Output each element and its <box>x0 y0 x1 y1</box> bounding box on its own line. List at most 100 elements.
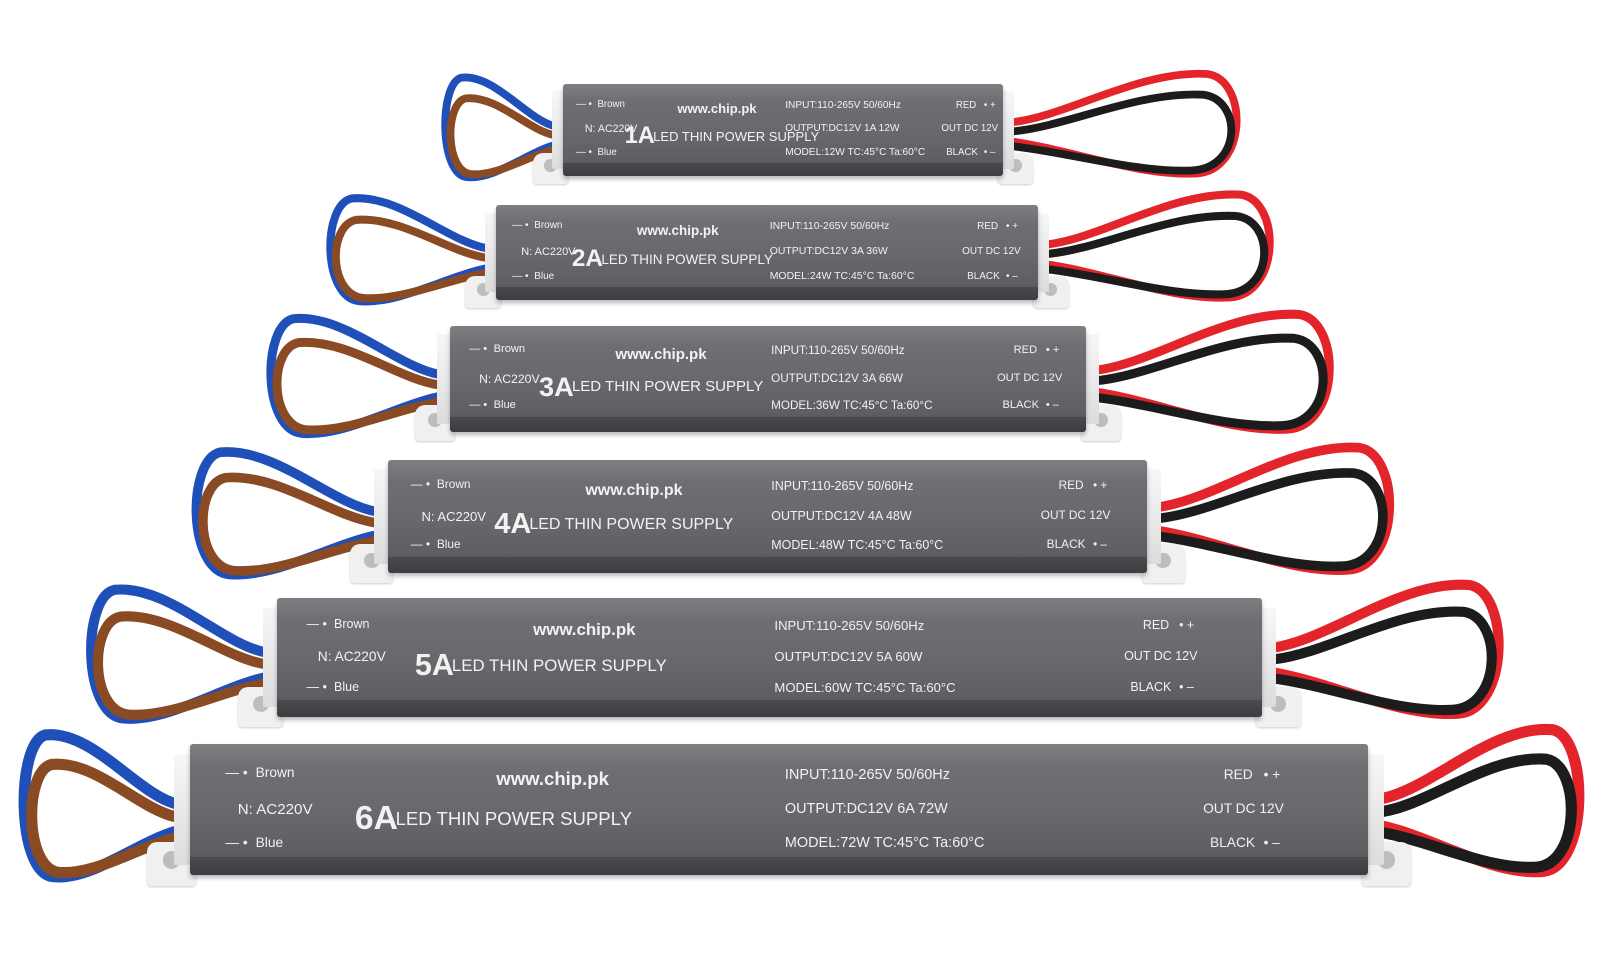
end-cap-right <box>1003 91 1014 169</box>
out-label: OUT DC 12V <box>941 123 999 135</box>
brown-wire <box>92 611 271 720</box>
blue-label: Blue <box>436 537 461 552</box>
neutral-label: N: AC220V <box>317 649 386 665</box>
black-label: BLACK <box>1046 537 1086 552</box>
black-label: BLACK <box>1130 680 1172 695</box>
red-label: RED <box>1013 344 1038 357</box>
black-label: BLACK <box>946 147 978 159</box>
brown-label: Brown <box>597 98 625 110</box>
brown-label: Brown <box>436 477 471 492</box>
current-rating: 2A <box>571 244 604 272</box>
end-cap-left <box>437 334 450 424</box>
brown-terminal-icon: — • <box>469 343 488 356</box>
end-cap-left <box>174 754 190 865</box>
black-wire <box>1154 468 1388 572</box>
red-terminal-icon: • + <box>1045 344 1060 357</box>
website-label: www.chip.pk <box>585 481 683 499</box>
brown-wire <box>198 472 381 576</box>
model-spec: MODEL:72W TC:45°C Ta:60°C <box>784 834 985 851</box>
neutral-label: N: AC220V <box>584 123 638 136</box>
end-cap-left <box>263 607 277 708</box>
end-cap-left <box>485 212 496 293</box>
output-spec: OUTPUT:DC12V 5A 60W <box>774 649 923 665</box>
output-spec: OUTPUT:DC12V 3A 66W <box>771 371 903 385</box>
black-terminal-icon: • – <box>1006 270 1018 282</box>
red-label: RED <box>955 99 977 111</box>
brown-wire <box>26 758 182 879</box>
output-spec: OUTPUT:DC12V 4A 48W <box>771 508 912 523</box>
red-label: RED <box>1142 618 1170 633</box>
current-rating: 5A <box>414 648 454 683</box>
black-terminal-icon: • – <box>1045 399 1060 412</box>
red-label: RED <box>1058 478 1084 493</box>
red-label: RED <box>977 221 999 233</box>
blue-terminal-icon: — • <box>306 680 327 695</box>
black-label: BLACK <box>1002 399 1039 412</box>
neutral-label: N: AC220V <box>521 245 576 258</box>
input-spec: INPUT:110-265V 50/60Hz <box>769 221 890 233</box>
brown-terminal-icon: — • <box>306 617 327 632</box>
output-spec: OUTPUT:DC12V 1A 12W <box>785 123 900 135</box>
out-label: OUT DC 12V <box>1040 507 1111 522</box>
website-label: www.chip.pk <box>615 346 707 364</box>
input-spec: INPUT:110-265V 50/60Hz <box>771 344 905 358</box>
blue-label: Blue <box>493 399 516 412</box>
brown-label: Brown <box>493 343 526 356</box>
model-spec: MODEL:36W TC:45°C Ta:60°C <box>771 399 933 413</box>
neutral-label: N: AC220V <box>421 508 486 524</box>
product-name: LED THIN POWER SUPPLY <box>395 807 632 829</box>
red-label: RED <box>1223 766 1253 782</box>
blue-terminal-icon: — • <box>410 537 431 552</box>
product-name: LED THIN POWER SUPPLY <box>529 515 734 533</box>
model-spec: MODEL:48W TC:45°C Ta:60°C <box>771 538 944 553</box>
blue-terminal-icon: — • <box>576 147 592 159</box>
input-spec: INPUT:110-265V 50/60Hz <box>784 766 950 783</box>
black-label: BLACK <box>967 270 1000 282</box>
current-rating: 1A <box>624 122 655 149</box>
output-spec: OUTPUT:DC12V 6A 72W <box>784 800 948 817</box>
black-wire <box>1376 753 1577 873</box>
input-spec: INPUT:110-265V 50/60Hz <box>774 618 925 634</box>
red-terminal-icon: • + <box>1263 766 1281 782</box>
mounting-tab-left <box>238 686 284 728</box>
out-label: OUT DC 12V <box>1124 649 1198 664</box>
neutral-label: N: AC220V <box>237 800 313 818</box>
current-rating: 4A <box>494 507 532 540</box>
brown-wire <box>331 215 492 303</box>
black-terminal-icon: • – <box>1092 537 1107 552</box>
black-wire <box>1268 606 1497 716</box>
black-terminal-icon: • – <box>1263 834 1280 850</box>
red-terminal-icon: • + <box>983 99 996 111</box>
black-terminal-icon: • – <box>1179 680 1194 695</box>
red-terminal-icon: • + <box>1179 618 1195 633</box>
brown-label: Brown <box>255 765 295 781</box>
model-spec: MODEL:24W TC:45°C Ta:60°C <box>769 270 915 282</box>
product-name: LED THIN POWER SUPPLY <box>571 378 764 395</box>
brown-wire <box>272 337 444 435</box>
website-label: www.chip.pk <box>636 223 719 238</box>
red-terminal-icon: • + <box>1006 221 1019 233</box>
product-name: LED THIN POWER SUPPLY <box>601 251 773 267</box>
end-cap-right <box>1086 334 1099 424</box>
brown-label: Brown <box>334 617 370 632</box>
end-cap-left <box>552 91 563 169</box>
product-name: LED THIN POWER SUPPLY <box>451 655 667 675</box>
website-label: www.chip.pk <box>677 101 757 117</box>
out-label: OUT DC 12V <box>1203 800 1284 816</box>
blue-label: Blue <box>534 270 555 282</box>
end-cap-right <box>1262 607 1276 708</box>
blue-label: Blue <box>255 834 284 850</box>
black-label: BLACK <box>1209 834 1256 850</box>
current-rating: 3A <box>539 370 574 402</box>
brown-label: Brown <box>534 220 563 232</box>
red-terminal-icon: • + <box>1092 478 1108 493</box>
website-label: www.chip.pk <box>533 619 636 639</box>
brown-terminal-icon: — • <box>512 220 529 232</box>
brown-terminal-icon: — • <box>576 98 592 110</box>
blue-terminal-icon: — • <box>512 270 529 282</box>
brown-wire <box>446 94 558 179</box>
